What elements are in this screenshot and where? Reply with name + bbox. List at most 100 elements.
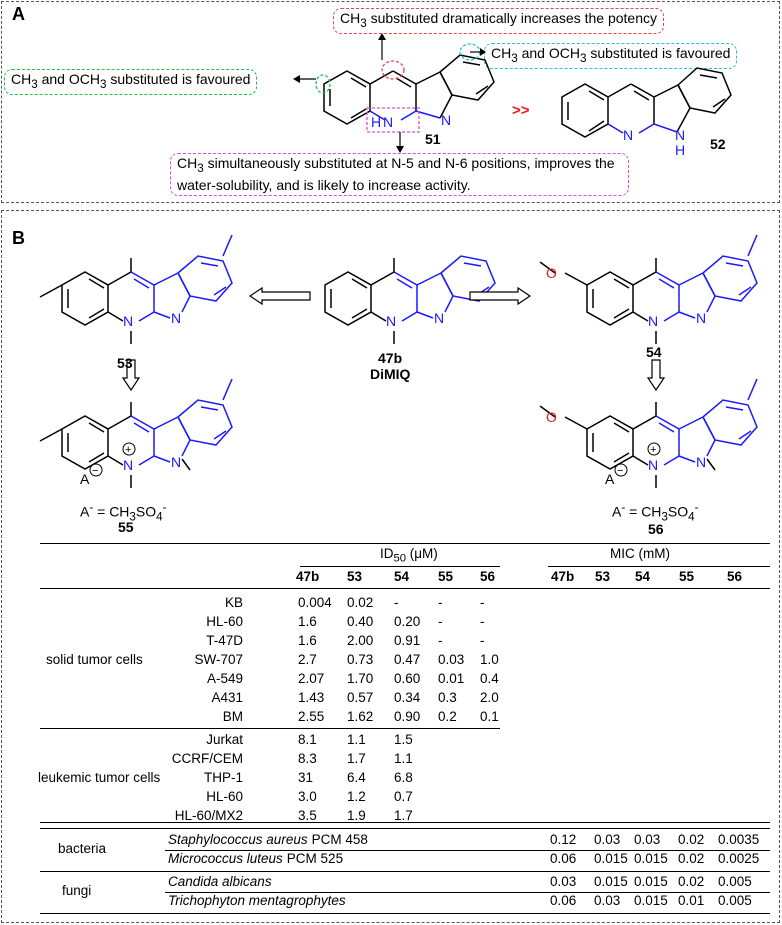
id50-value: 1.6 — [298, 633, 317, 648]
anion-56: A- = CH3SO4- — [612, 501, 699, 524]
svg-text:H: H — [371, 114, 381, 130]
organism-strain: PCM 525 — [286, 851, 344, 866]
mic-value: 0.015 — [634, 851, 668, 866]
svg-text:H: H — [675, 142, 685, 158]
callout-right-favoured: CH3 and OCH3 substituted is favoured — [484, 43, 738, 69]
id50-value: 1.9 — [347, 808, 366, 823]
preference-arrow: >> — [512, 102, 530, 119]
mic-col-55: 55 — [679, 569, 695, 584]
compound-56-label: 56 — [648, 521, 664, 537]
id50-value: - — [480, 595, 485, 610]
svg-text:N: N — [648, 313, 658, 329]
svg-text:N: N — [386, 313, 396, 329]
mic-value: 0.12 — [550, 832, 577, 847]
cell-line-hl-60: HL-60 — [206, 789, 243, 804]
mic-value: 0.02 — [678, 832, 705, 847]
callout-left-favoured: CH3 and OCH3 substituted is favoured — [4, 69, 258, 95]
mic-value: 0.015 — [594, 851, 628, 866]
section-solid-tumor-cells: solid tumor cells — [46, 651, 143, 667]
compound-53-label: 53 — [117, 355, 133, 371]
id50-value: - — [480, 614, 485, 629]
id50-value: 2.00 — [347, 633, 374, 648]
id50-value: 1.1 — [347, 732, 366, 747]
cell-line-a431: A431 — [211, 690, 243, 705]
id50-value: 1.1 — [394, 751, 413, 766]
mic-value: 0.0035 — [718, 832, 760, 847]
id50-value: 0.7 — [394, 789, 413, 804]
mic-value: 0.03 — [550, 874, 577, 889]
svg-text:O: O — [546, 409, 557, 425]
organism-name: Staphylococcus aureus — [168, 832, 308, 847]
svg-text:N: N — [623, 127, 633, 143]
organism-row-rule — [165, 850, 770, 851]
organism-strain: PCM 458 — [311, 832, 368, 847]
panel-a — [1, 1, 780, 203]
id50-value: 0.90 — [394, 709, 421, 724]
leuk-bottom-rule — [40, 822, 770, 823]
id50-value: 1.70 — [347, 671, 374, 686]
cell-line-kb: KB — [224, 595, 243, 610]
cell-line-jurkat: Jurkat — [206, 732, 243, 747]
mic-value: 0.03 — [594, 832, 621, 847]
id50-value: 6.4 — [347, 770, 366, 785]
compound-55-label: 55 — [118, 519, 134, 535]
id50-value: - — [480, 633, 485, 648]
id50-col-56: 56 — [480, 569, 496, 584]
id50-col-53: 53 — [347, 569, 363, 584]
svg-text:N: N — [648, 457, 658, 473]
id50-col-55: 55 — [438, 569, 454, 584]
compound-52-label: 52 — [710, 136, 726, 152]
id50-value: - — [438, 633, 443, 648]
panel-b — [1, 210, 780, 923]
id50-value: 1.43 — [298, 690, 325, 705]
svg-text:+: + — [650, 444, 656, 456]
svg-text:A: A — [605, 471, 615, 487]
id50-value: 0.73 — [347, 652, 374, 667]
svg-text:N: N — [383, 114, 393, 130]
id50-value: 0.4 — [480, 671, 499, 686]
svg-text:N: N — [434, 310, 444, 326]
mic-col-54: 54 — [635, 569, 651, 584]
organism-row-rule — [165, 892, 770, 893]
mic-group-rule — [548, 566, 770, 567]
cell-line-ccrf-cem: CCRF/CEM — [171, 751, 243, 766]
section-leukemic-tumor-cells: leukemic tumor cells — [38, 769, 161, 785]
id50-value: 0.01 — [438, 671, 465, 686]
tumor-end-rule — [40, 828, 770, 829]
svg-text:N: N — [441, 112, 451, 128]
mic-header: MIC (mM) — [610, 546, 670, 561]
id50-value: 0.57 — [347, 690, 374, 705]
table-top-rule — [40, 543, 770, 544]
callout-potency: CH3 substituted dramatically increases t… — [333, 8, 664, 34]
svg-text:N: N — [675, 127, 685, 143]
id50-value: 2.07 — [298, 671, 325, 686]
panel-b-label: B — [12, 228, 25, 248]
id50-value: 6.8 — [394, 770, 413, 785]
id50-value: 8.3 — [298, 751, 317, 766]
cell-line-hl-60-mx2: HL-60/MX2 — [174, 808, 243, 823]
id50-value: 0.1 — [480, 709, 499, 724]
id50-value: 1.0 — [480, 652, 499, 667]
header-bottom-rule — [40, 588, 770, 589]
cell-line-bm: BM — [222, 709, 243, 724]
mic-value: 0.01 — [678, 893, 705, 908]
cell-line-t-47d: T-47D — [206, 633, 243, 648]
anion-55: A- = CH3SO4- — [80, 501, 167, 524]
mic-value: 0.02 — [678, 874, 705, 889]
svg-text:A: A — [80, 471, 90, 487]
compound-47b-label: 47b — [378, 350, 403, 366]
group-bacteria: bacteria — [58, 841, 107, 856]
svg-text:−: − — [92, 465, 98, 477]
id50-value: 0.40 — [347, 614, 374, 629]
compound-dimiq-label: DiMIQ — [370, 366, 411, 382]
svg-text:−: − — [617, 465, 623, 477]
id50-header: ID50 (μM) — [380, 546, 438, 565]
id50-value: 0.03 — [438, 652, 465, 667]
cell-line-hl-60: HL-60 — [206, 614, 243, 629]
mic-value: 0.005 — [718, 874, 752, 889]
mic-value: 0.03 — [594, 893, 621, 908]
cell-line-thp-1: THP-1 — [203, 770, 243, 785]
svg-text:N: N — [171, 310, 181, 326]
